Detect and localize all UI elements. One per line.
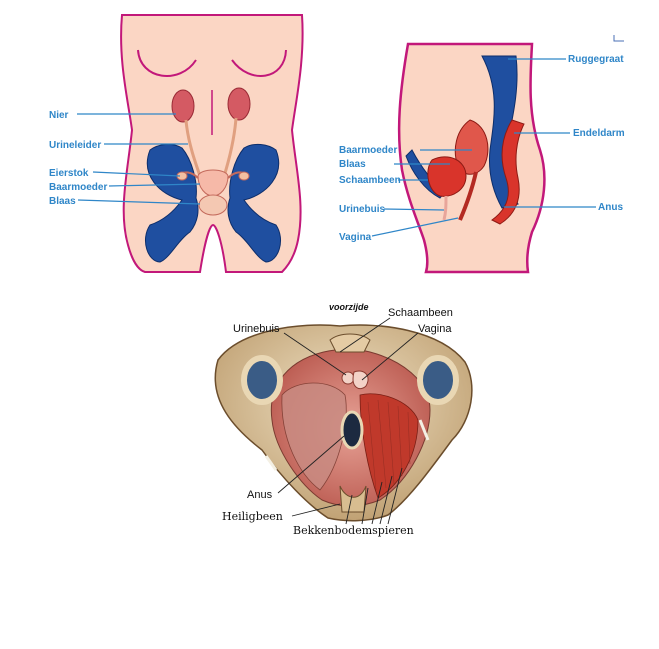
label-urinebuis-side: Urinebuis xyxy=(339,204,386,215)
label-heiligbeen: Heiligbeen xyxy=(222,510,283,523)
hip-socket-left xyxy=(241,355,283,405)
label-baarmoeder-front: Baarmoeder xyxy=(49,182,107,193)
label-ruggegraat: Ruggegraat xyxy=(568,54,624,65)
label-vagina-side: Vagina xyxy=(339,232,372,243)
label-blaas-front: Blaas xyxy=(49,196,76,207)
corner-mark xyxy=(613,35,624,42)
ligament-left xyxy=(264,455,278,471)
front-uterus xyxy=(197,169,229,197)
vagina-opening xyxy=(352,370,369,390)
label-schaambeen: Schaambeen xyxy=(339,175,401,186)
leader-baarmoeder-front xyxy=(108,183,201,187)
front-breast-left xyxy=(137,49,197,77)
hip-socket-right xyxy=(417,355,459,405)
label-nier: Nier xyxy=(49,110,69,121)
pubic-symphysis xyxy=(329,333,371,353)
front-view-illustration xyxy=(120,14,304,273)
leader-blaas-front xyxy=(77,199,201,205)
label-anus-floor: Anus xyxy=(247,489,273,501)
anus-opening xyxy=(340,410,364,450)
front-kidney-left xyxy=(171,89,195,123)
label-bekkenbodemspieren: Bekkenbodemspieren xyxy=(293,524,414,537)
leader-vagina-side xyxy=(371,217,459,237)
label-urinebuis-floor: Urinebuis xyxy=(233,323,280,335)
muscle-fibers xyxy=(367,399,411,491)
muscle-left xyxy=(281,382,347,491)
label-voorzijde: voorzijde xyxy=(329,302,369,312)
front-kidney-right xyxy=(227,87,251,121)
label-baarmoeder-side: Baarmoeder xyxy=(339,145,397,156)
label-endeldarm: Endeldarm xyxy=(573,128,625,139)
leader-heiligbeen xyxy=(291,503,341,517)
ligament-right xyxy=(418,419,430,441)
side-vagina-tube xyxy=(458,171,478,221)
label-blaas-side: Blaas xyxy=(339,159,366,170)
label-schaambeen-floor: Schaambeen xyxy=(388,307,453,319)
side-bladder xyxy=(427,156,467,197)
label-eierstok: Eierstok xyxy=(49,168,89,179)
label-anus-side: Anus xyxy=(598,202,623,213)
side-view-illustration xyxy=(397,42,546,274)
side-rectum xyxy=(491,119,525,225)
label-urineleider: Urineleider xyxy=(49,140,101,151)
label-vagina-floor: Vagina xyxy=(418,323,452,335)
side-spine xyxy=(481,55,519,209)
front-bladder xyxy=(198,194,228,216)
leader-bekkenbodemspieren xyxy=(345,467,403,525)
leader-vagina-floor xyxy=(361,332,419,381)
front-breast-right xyxy=(231,49,287,77)
side-urethra xyxy=(442,195,448,221)
pelvic-floor-illustration xyxy=(214,324,473,522)
front-ovary-right xyxy=(238,171,250,181)
side-uterus xyxy=(454,119,489,175)
leader-eierstok xyxy=(92,171,181,177)
leader-schaambeen-floor xyxy=(339,317,391,353)
front-body-skin xyxy=(120,14,304,273)
leader-urinebuis-side xyxy=(383,208,445,211)
leader-urinebuis-floor xyxy=(283,332,347,376)
leader-anus-floor xyxy=(277,435,345,494)
